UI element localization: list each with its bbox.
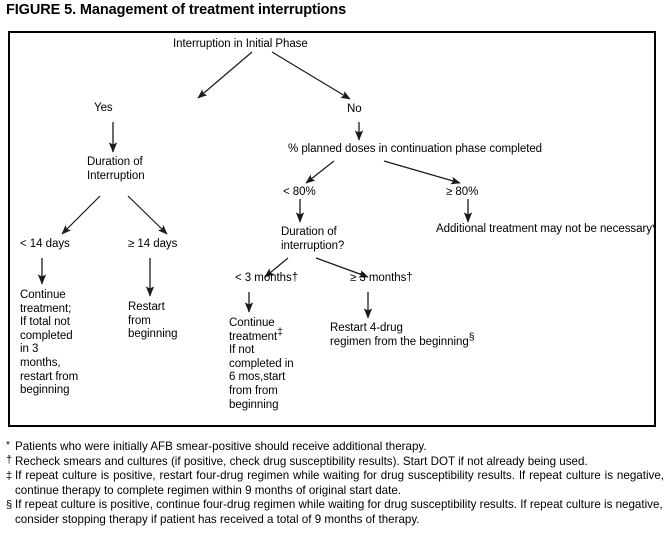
- footnote-text: If repeat culture is positive, restart f…: [15, 469, 664, 497]
- node-restart-4-drug-regimen-text: Restart 4-drug regimen from the beginnin…: [330, 322, 469, 348]
- node-continue-treatment-lt-3-months: Continue treatment‡ If not completed in …: [229, 317, 321, 412]
- edge-label-lt-3-months: < 3 months†: [235, 272, 299, 284]
- footnote-item: †Recheck smears and cultures (if positiv…: [6, 453, 664, 470]
- node-duration-of-interruption: Duration of Interruption: [87, 156, 145, 182]
- node-restart-from-beginning: Restart from beginning: [128, 301, 178, 341]
- footnote-item: * Patients who were initially AFB smear-p…: [6, 440, 664, 455]
- footnote-item: ‡If repeat culture is positive, restart …: [6, 469, 664, 498]
- edge-label-lt-80-percent: < 80%: [283, 186, 316, 198]
- edge-label-ge-14-days: ≥ 14 days: [128, 238, 178, 250]
- edge-label-ge-3-months: ≥ 3 months†: [350, 272, 413, 284]
- footnote-marker-section: §: [6, 499, 13, 512]
- edge-label-yes: Yes: [94, 102, 113, 114]
- footnote-marker-double-dagger: ‡: [6, 470, 13, 483]
- footnote-text: Patients who were initially AFB smear-po…: [15, 440, 427, 453]
- node-restart-4-drug-regimen: Restart 4-drug regimen from the beginnin…: [330, 322, 545, 349]
- footnote-text: If repeat culture is positive, continue …: [15, 498, 663, 526]
- footnote-text: Recheck smears and cultures (if positive…: [15, 454, 588, 468]
- footnote-ref-double-dagger: ‡: [277, 325, 283, 338]
- footnote-ref-section: §: [468, 330, 475, 343]
- node-root-interruption-initial-phase: Interruption in Initial Phase: [173, 38, 308, 50]
- node-continue-treatment-lt-14-days: Continue treatment; If total not complet…: [20, 289, 79, 397]
- footnote-item: §If repeat culture is positive, continue…: [6, 498, 664, 527]
- node-additional-treatment-not-necessary: Additional treatment may not be necessar…: [436, 223, 657, 235]
- node-continue-treatment-lt-3-months-text: Continue treatment: [229, 317, 278, 343]
- edge-label-ge-80-percent: ≥ 80%: [446, 186, 479, 198]
- edge-label-no: No: [347, 103, 362, 115]
- node-continue-treatment-lt-3-months-rest: If not completed in 6 mos,start from fro…: [229, 344, 294, 411]
- node-duration-of-interruption-question: Duration of interruption?: [281, 226, 345, 252]
- footnotes-list: * Patients who were initially AFB smear-p…: [6, 440, 664, 528]
- footnote-marker-asterisk: *: [6, 440, 10, 451]
- edge-label-lt-14-days: < 14 days: [20, 238, 70, 250]
- node-percent-planned-doses: % planned doses in continuation phase co…: [288, 143, 543, 155]
- footnote-marker-dagger: †: [6, 453, 13, 466]
- page-title: FIGURE 5. Management of treatment interr…: [6, 2, 347, 18]
